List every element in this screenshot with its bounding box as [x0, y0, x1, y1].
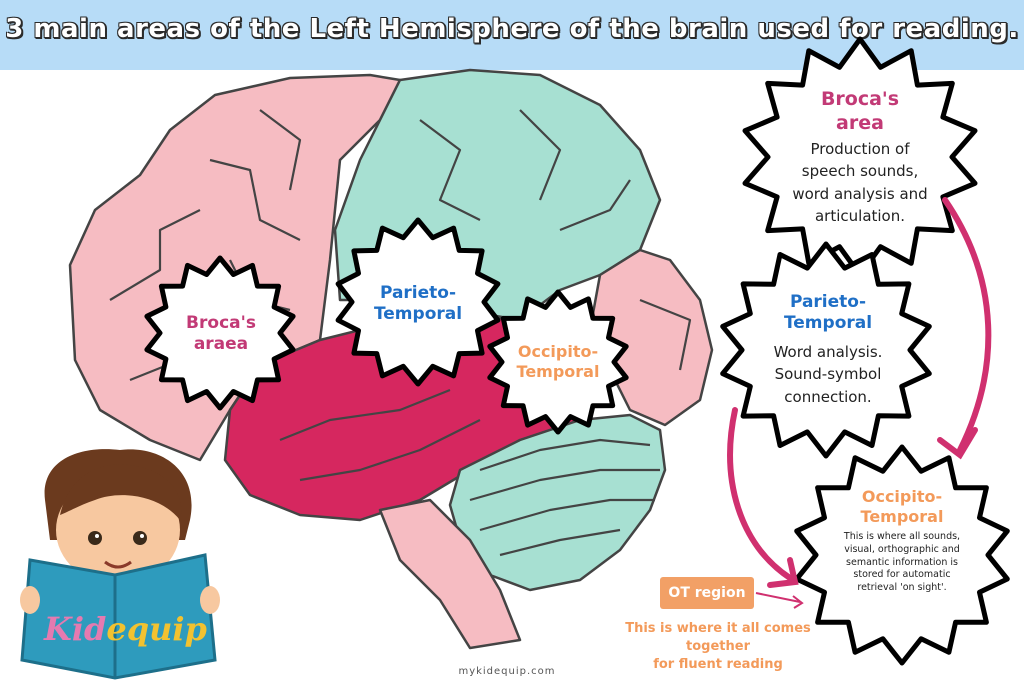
footer-url: mykidequip.com [432, 666, 582, 677]
arrow-broca-to-occipito [945, 200, 988, 450]
arrow-head-right [940, 430, 975, 455]
broca-label: Broca's araea [166, 313, 276, 356]
ot-region-description: This is where it all comes together for … [608, 620, 828, 675]
occipito-panel: Occipito- Temporal This is where all sou… [832, 487, 972, 595]
ot-region-badge: OT region [660, 577, 754, 609]
parieto-panel: Parieto- Temporal Word analysis. Sound-s… [748, 292, 908, 408]
kidequip-logo: Kidequip [44, 610, 207, 648]
broca-panel: Broca's area Production of speech sounds… [770, 88, 950, 228]
ot-pointer [756, 593, 802, 608]
occipito-label: Occipito- Temporal [500, 342, 616, 382]
parieto-label: Parieto- Temporal [358, 283, 478, 326]
